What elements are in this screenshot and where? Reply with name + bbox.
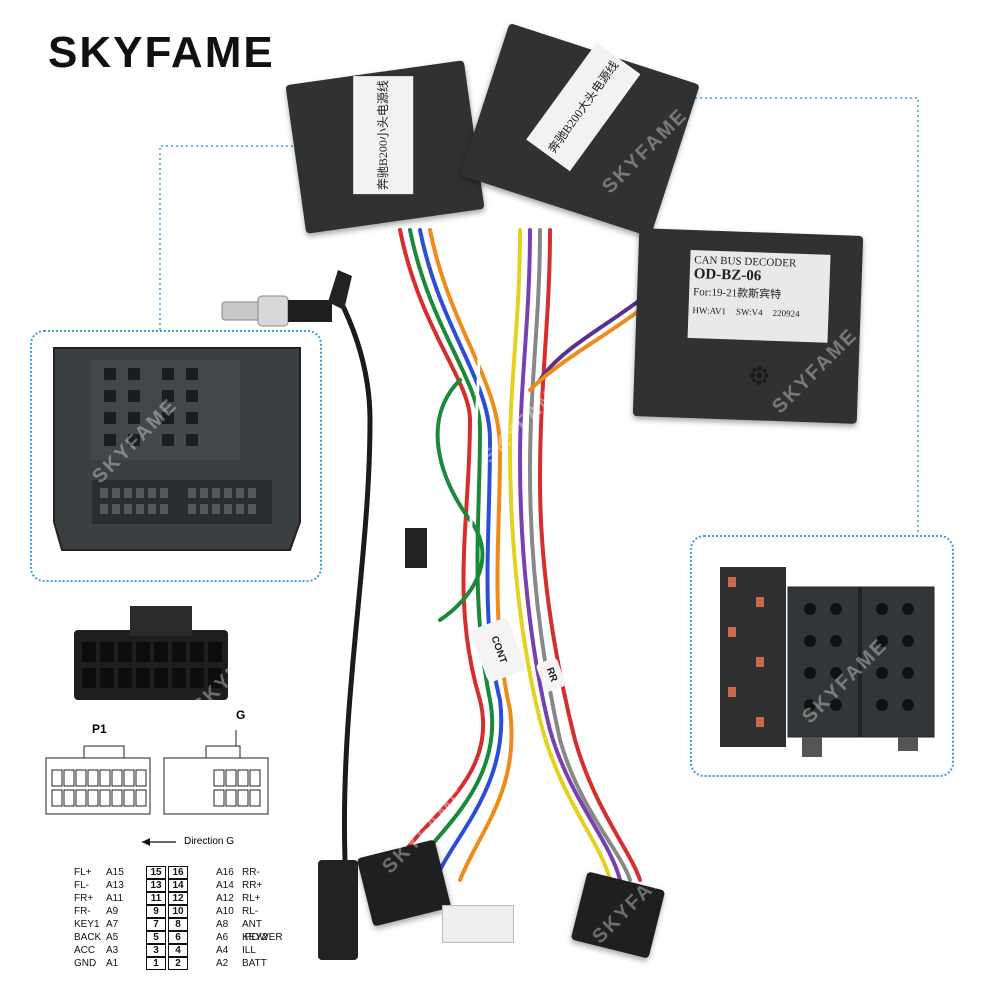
pin-number: 12 <box>168 892 188 905</box>
pin-left-code: A9 <box>106 906 119 917</box>
pin-right-code: A8 <box>216 919 229 930</box>
g-label: G <box>236 708 246 722</box>
pin-right-code: A4 <box>216 945 229 956</box>
decoder-date: 220924 <box>772 307 800 319</box>
canbus-decoder: CAN BUS DECODER OD-BZ-06 For:19-21款斯宾特 H… <box>632 228 864 424</box>
white-plug <box>442 905 514 943</box>
pin-left-name: GND <box>74 958 97 969</box>
pin-left-code: A7 <box>106 919 119 930</box>
decoder-hw: HW:AV1 <box>692 305 727 317</box>
iso-16pin-connector <box>74 606 228 700</box>
pin-left-code: A11 <box>106 893 124 904</box>
p1-label: P1 <box>92 722 107 736</box>
big-power-label: 奔驰B200大头电源线 <box>526 42 641 172</box>
small-black-plug <box>405 528 427 568</box>
pin-number: 3 <box>146 944 166 957</box>
pin-right-name: RL+ <box>242 893 261 904</box>
antenna-plug <box>221 270 352 327</box>
pin-right-code: A12 <box>216 893 234 904</box>
iso-connector-image <box>720 567 935 757</box>
pin-left-name: FL- <box>74 880 89 891</box>
pin-left-name: BACK <box>74 932 102 943</box>
pin-right-code: A6 <box>216 932 229 943</box>
pin-left-code: A13 <box>106 880 124 891</box>
pin-number: 1 <box>146 957 166 970</box>
pin-left-code: A15 <box>106 867 124 878</box>
pin-number: 7 <box>146 918 166 931</box>
pin-right-name: RR- <box>242 867 260 878</box>
pin-right-name: ANT .POWER <box>242 919 283 943</box>
pin-right-code: A10 <box>216 906 234 917</box>
pin-number: 4 <box>168 944 188 957</box>
pin-right-code: A14 <box>216 880 234 891</box>
pin-right-name: KEY2 <box>242 932 268 943</box>
speaker-grille-icon <box>749 365 769 385</box>
small-power-module: 奔驰B200小头电源线 <box>285 60 485 234</box>
pin-left-name: FR- <box>74 906 91 917</box>
pin-number: 10 <box>168 905 188 918</box>
pin-number: 6 <box>168 931 188 944</box>
pin-left-code: A5 <box>106 932 119 943</box>
pin-number: 16 <box>168 866 188 879</box>
pinout-table: FL+ FL- FR+ FR- KEY1 BACK ACC GND A15 A1… <box>74 866 304 978</box>
arrow-left-icon <box>142 838 176 846</box>
pin-diagram <box>45 730 269 815</box>
decoder-label: CAN BUS DECODER OD-BZ-06 For:19-21款斯宾特 H… <box>687 249 831 343</box>
pin-number: 5 <box>146 931 166 944</box>
decoder-sw: SW:V4 <box>735 306 763 318</box>
pin-right-name: RL- <box>242 906 259 917</box>
pin-number: 8 <box>168 918 188 931</box>
small-power-label: 奔驰B200小头电源线 <box>353 76 414 195</box>
pin-left-code: A1 <box>106 958 119 969</box>
pin-left-name: FR+ <box>74 893 94 904</box>
pin-number: 14 <box>168 879 188 892</box>
pin-left-name: KEY1 <box>74 919 100 930</box>
vehicle-connector-frame <box>30 330 322 582</box>
antenna-end-plug <box>318 860 358 960</box>
pin-number: 11 <box>146 892 166 905</box>
vehicle-connector-image <box>53 347 301 551</box>
pin-number: 2 <box>168 957 188 970</box>
pin-right-code: A2 <box>216 958 229 969</box>
pin-right-name: RR+ <box>242 880 263 891</box>
iso-connector-frame <box>690 535 954 777</box>
pin-left-code: A3 <box>106 945 119 956</box>
pin-left-name: FL+ <box>74 867 92 878</box>
pin-number: 15 <box>146 866 166 879</box>
pin-right-name: BATT <box>242 958 267 969</box>
direction-label: Direction G <box>184 836 235 847</box>
pin-right-code: A16 <box>216 867 234 878</box>
brand-logo: SKYFAME <box>48 28 275 77</box>
pin-right-name: ILL <box>242 945 256 956</box>
pin-number: 9 <box>146 905 166 918</box>
pin-left-name: ACC <box>74 945 96 956</box>
pin-number: 13 <box>146 879 166 892</box>
